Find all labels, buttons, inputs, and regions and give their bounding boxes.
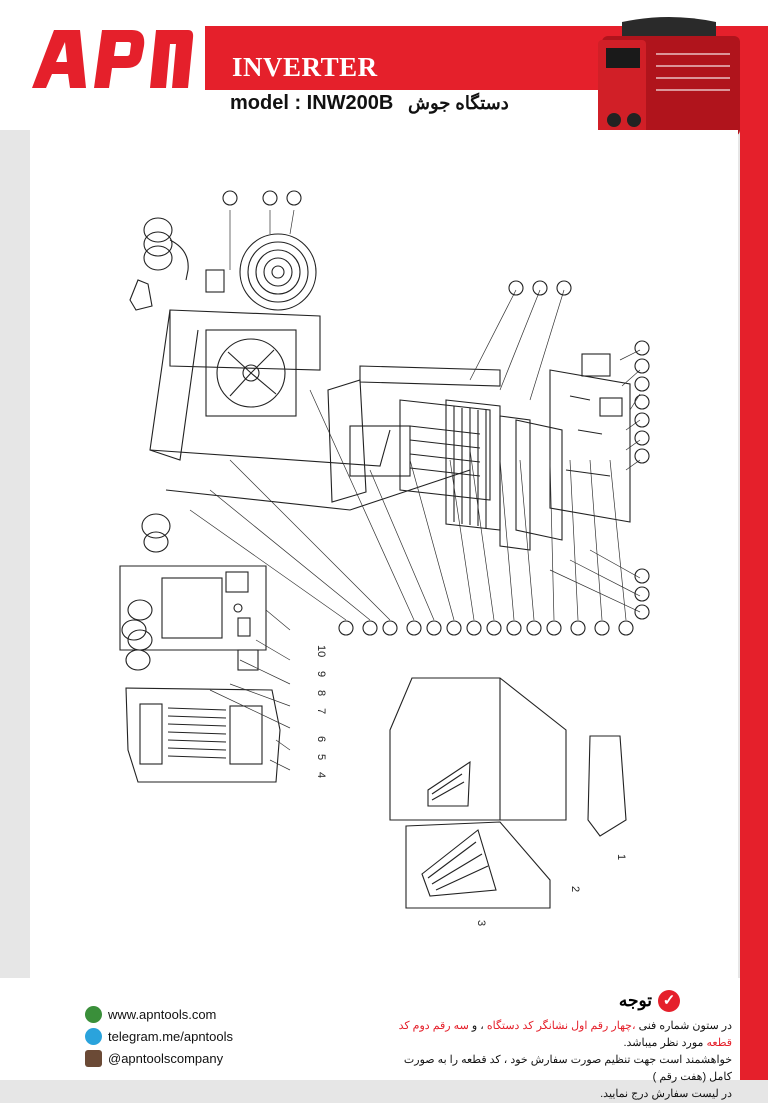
label-8: 8 [315,690,327,696]
persian-title: دستگاه جوش [408,93,509,113]
front-bezel-drawing [125,687,281,783]
label-10: 10 [315,645,327,657]
label-1: 1 [615,854,627,860]
diagram-sheet: 10 9 8 7 6 5 4 1 2 3 [30,130,738,978]
telegram-link[interactable]: telegram.me/apntools [85,1028,233,1045]
label-3: 3 [475,920,487,926]
exploded-parts-diagram [119,190,650,909]
instagram-link-text: @apntoolscompany [108,1051,224,1066]
callout-circles-top [222,190,572,296]
label-4: 4 [315,772,327,778]
side-red-bar [740,26,768,1080]
product-title: INVERTER [232,52,378,82]
label-5: 5 [315,754,327,760]
note-text: در ستون شماره فنی ،چهار رقم اول نشانگر ک… [382,1018,732,1103]
instagram-icon [85,1050,102,1067]
power-cable-drawing [129,217,189,311]
label-6: 6 [315,736,327,742]
label-7: 7 [315,708,327,714]
welder-product-image [598,17,740,136]
handle-drawing [587,735,627,837]
footer [0,978,740,1080]
diagram-numbers: 10 9 8 7 6 5 4 1 2 3 [315,645,627,926]
note-line-3: در لیست سفارش درج نمایید. [600,1088,732,1100]
apn-logo [32,30,194,88]
connector-drawing [125,513,259,671]
note-title: توجه [618,991,652,1010]
fan-grill-drawing [239,233,317,311]
check-icon: ✓ [658,990,680,1012]
heatsink-drawing [445,399,531,551]
transformer-drawing [327,379,491,503]
front-panel-drawing [119,565,267,651]
case-cover-drawing [389,677,567,909]
label-2: 2 [569,886,581,892]
model-label: model : INW200B [230,92,394,114]
instagram-link[interactable]: @apntoolscompany [85,1050,223,1067]
label-9: 9 [315,671,327,677]
fan-drawing [205,329,297,417]
callout-circles-bottom [338,620,634,636]
switch-drawing [205,269,225,293]
note-heading: ✓ توجه [560,990,680,1012]
telegram-icon [85,1028,102,1045]
callout-circles-right [634,340,650,620]
telegram-link-text: telegram.me/apntools [108,1029,234,1044]
website-link[interactable]: www.apntools.com [85,1006,216,1023]
website-link-text: www.apntools.com [108,1007,217,1022]
note-line-1: در ستون شماره فنی ،چهار رقم اول نشانگر ک… [398,1020,732,1049]
note-line-2: خواهشمند است جهت تنظیم صورت سفارش خود ، … [403,1054,732,1083]
globe-icon [85,1006,102,1023]
